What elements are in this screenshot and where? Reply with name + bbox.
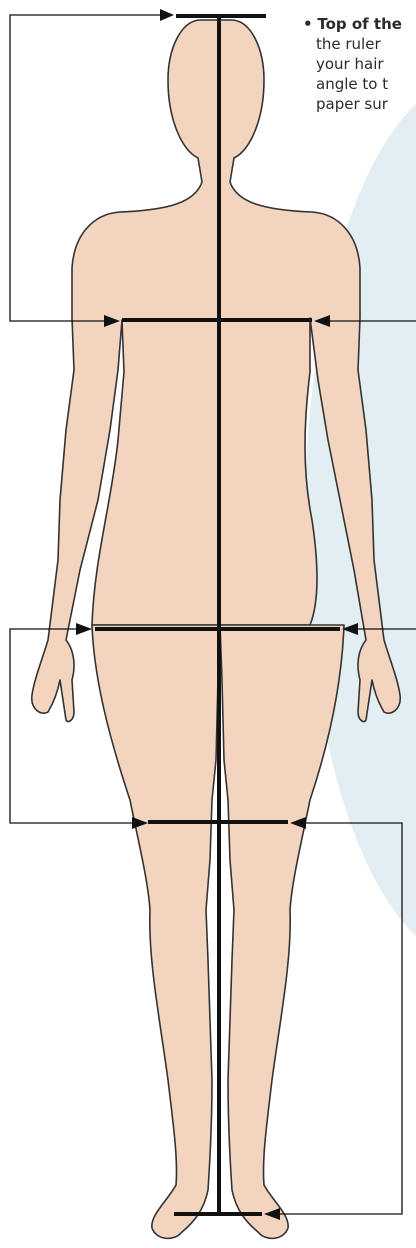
- note-heading-line: • Top of the: [303, 14, 416, 34]
- bullet-point: •: [303, 15, 313, 33]
- note-line: angle to t: [303, 74, 416, 94]
- instruction-note: • Top of the the ruler your hair angle t…: [303, 14, 416, 114]
- arrow-right-icon: [160, 9, 174, 21]
- note-line: your hair: [303, 54, 416, 74]
- note-line: paper sur: [303, 94, 416, 114]
- note-term: Top of the: [317, 15, 402, 33]
- arrow-right-icon: [76, 623, 92, 635]
- note-line: the ruler: [303, 34, 416, 54]
